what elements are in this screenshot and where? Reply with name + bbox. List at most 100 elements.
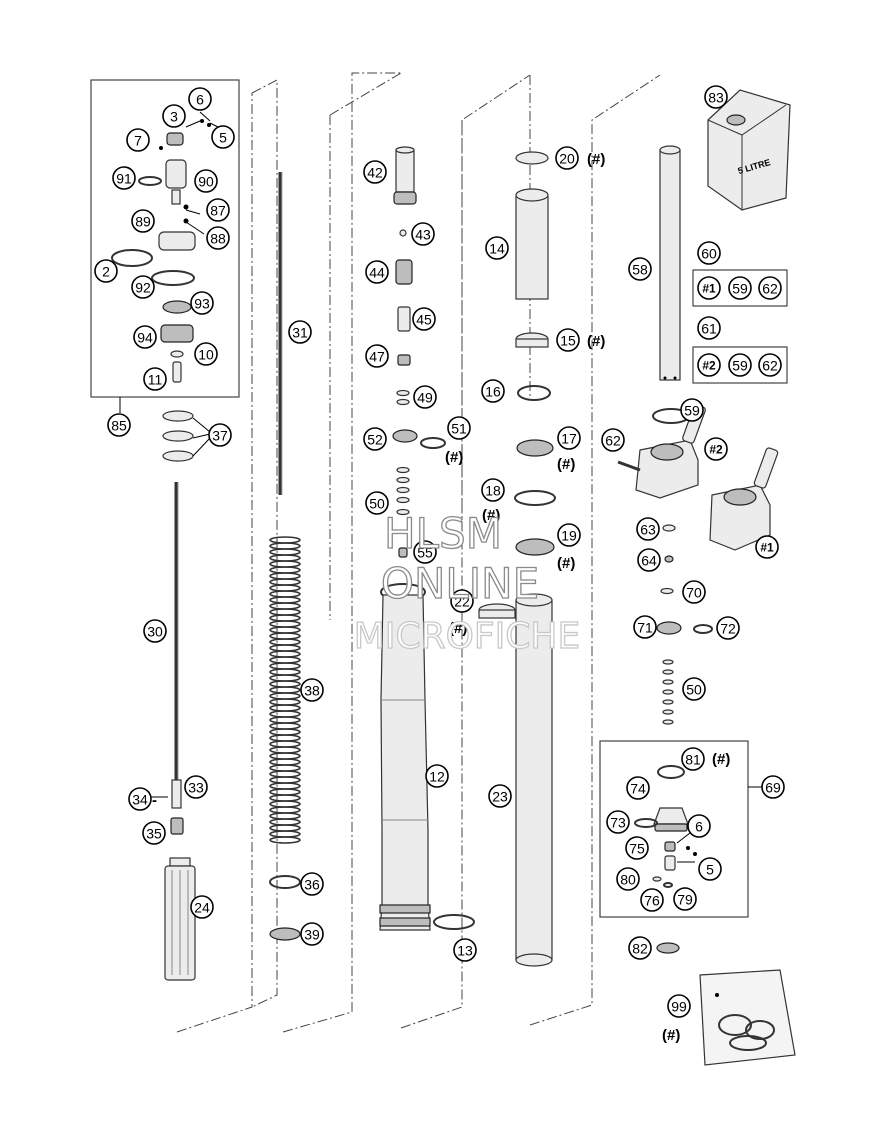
kit-marker-k2: #2 xyxy=(697,353,721,377)
callout-number: 71 xyxy=(637,620,653,636)
spring-coil xyxy=(269,596,301,604)
callout-number: 63 xyxy=(640,522,656,538)
kit-marker-circle xyxy=(697,276,721,300)
seal-kit-bag xyxy=(699,969,796,1066)
callout-number: 52 xyxy=(367,432,383,448)
callout-number: 19 xyxy=(561,528,577,544)
callout-number: 31 xyxy=(292,325,308,341)
callout-k61_62: 62 xyxy=(758,353,782,377)
callout-number: 88 xyxy=(210,231,226,247)
callout-circle xyxy=(640,888,664,912)
callout-c31: 31 xyxy=(288,320,312,344)
callout-c24: 24 xyxy=(190,895,214,919)
callout-number: 35 xyxy=(146,826,162,842)
piston-rod-30 xyxy=(170,482,184,835)
callout-number: 89 xyxy=(135,214,151,230)
note-hash-18: (#) xyxy=(482,507,500,524)
callout-number: 73 xyxy=(610,815,626,831)
callout-circle xyxy=(606,810,630,834)
callout-c72: 72 xyxy=(716,616,740,640)
callout-circle xyxy=(365,260,389,284)
callout-c51: 51 xyxy=(447,416,471,440)
note-hash-99: (#) xyxy=(662,1027,680,1044)
spring-coil xyxy=(269,638,301,646)
callout-number: 50 xyxy=(686,682,702,698)
callout-number: 55 xyxy=(417,545,433,561)
callout-c58: 58 xyxy=(628,257,652,281)
callout-circle xyxy=(107,413,131,437)
callout-circle xyxy=(133,325,157,349)
callout-circle xyxy=(128,787,152,811)
callout-c70: 70 xyxy=(682,580,706,604)
callout-c91: 91 xyxy=(112,166,136,190)
kit-marker-clamp2: #2 xyxy=(704,437,728,461)
callout-number: 39 xyxy=(304,927,320,943)
callout-number: 76 xyxy=(644,893,660,909)
spring-coil xyxy=(269,542,301,550)
callout-circle xyxy=(488,784,512,808)
callout-circle xyxy=(628,257,652,281)
callout-c22: 22 xyxy=(450,589,474,613)
spring-coil xyxy=(269,614,301,622)
callout-c55: 55 xyxy=(413,540,437,564)
callout-number: 5 xyxy=(219,130,227,146)
callout-circle xyxy=(633,615,657,639)
callout-circle xyxy=(728,353,752,377)
callout-number: 38 xyxy=(304,683,320,699)
callout-c83: 83 xyxy=(704,85,728,109)
kit-box-61 xyxy=(692,346,788,384)
callout-circle xyxy=(453,938,477,962)
callout-number: 85 xyxy=(111,418,127,434)
callout-c69: 69 xyxy=(761,775,785,799)
kit-marker-circle xyxy=(704,437,728,461)
callout-c33: 33 xyxy=(184,775,208,799)
spring-coil xyxy=(269,662,301,670)
callout-c34: 34 xyxy=(128,787,152,811)
spring-coil xyxy=(269,680,301,688)
callout-k60_62: 62 xyxy=(758,276,782,300)
spring-coil xyxy=(269,692,301,700)
callout-number: 5 xyxy=(706,862,714,878)
spring-coil xyxy=(269,536,301,544)
callout-circle xyxy=(481,478,505,502)
piston-rod-top-parts xyxy=(111,119,211,383)
group-box-69 xyxy=(599,740,749,918)
callout-number: 72 xyxy=(720,621,736,637)
callout-circle xyxy=(143,619,167,643)
spring-coil xyxy=(269,632,301,640)
callout-circle xyxy=(637,548,661,572)
callout-number: 24 xyxy=(194,900,210,916)
kit-marker-text: #1 xyxy=(702,282,716,296)
spring-coil xyxy=(269,818,301,826)
callout-c52: 52 xyxy=(363,427,387,451)
callout-number: 58 xyxy=(632,262,648,278)
outer-tube-12 xyxy=(379,583,475,931)
callout-c63: 63 xyxy=(636,517,660,541)
callout-c43: 43 xyxy=(411,222,435,246)
callout-number: 6 xyxy=(695,819,703,835)
callout-c85: 85 xyxy=(107,413,131,437)
callout-number: 70 xyxy=(686,585,702,601)
callout-circle xyxy=(680,398,704,422)
callout-circle xyxy=(485,236,509,260)
callout-circle xyxy=(758,353,782,377)
callout-circle xyxy=(365,344,389,368)
callout-c12: 12 xyxy=(425,764,449,788)
callout-circle xyxy=(288,320,312,344)
group-box-85 xyxy=(90,79,240,398)
callout-circle xyxy=(300,922,324,946)
callout-circle xyxy=(697,241,721,265)
callout-number: 99 xyxy=(671,999,687,1015)
callout-circle xyxy=(188,87,212,111)
kit-marker-circle xyxy=(755,535,779,559)
spring-coil xyxy=(269,740,301,748)
callout-circle xyxy=(673,887,697,911)
callout-c80: 80 xyxy=(616,867,640,891)
callout-c38: 38 xyxy=(300,678,324,702)
callout-circle xyxy=(211,125,235,149)
callout-c17: 17 xyxy=(557,426,581,450)
callout-c36: 36 xyxy=(300,872,324,896)
callout-number: 90 xyxy=(198,174,214,190)
callout-circle xyxy=(682,580,706,604)
note-hash-20: (#) xyxy=(587,151,605,168)
